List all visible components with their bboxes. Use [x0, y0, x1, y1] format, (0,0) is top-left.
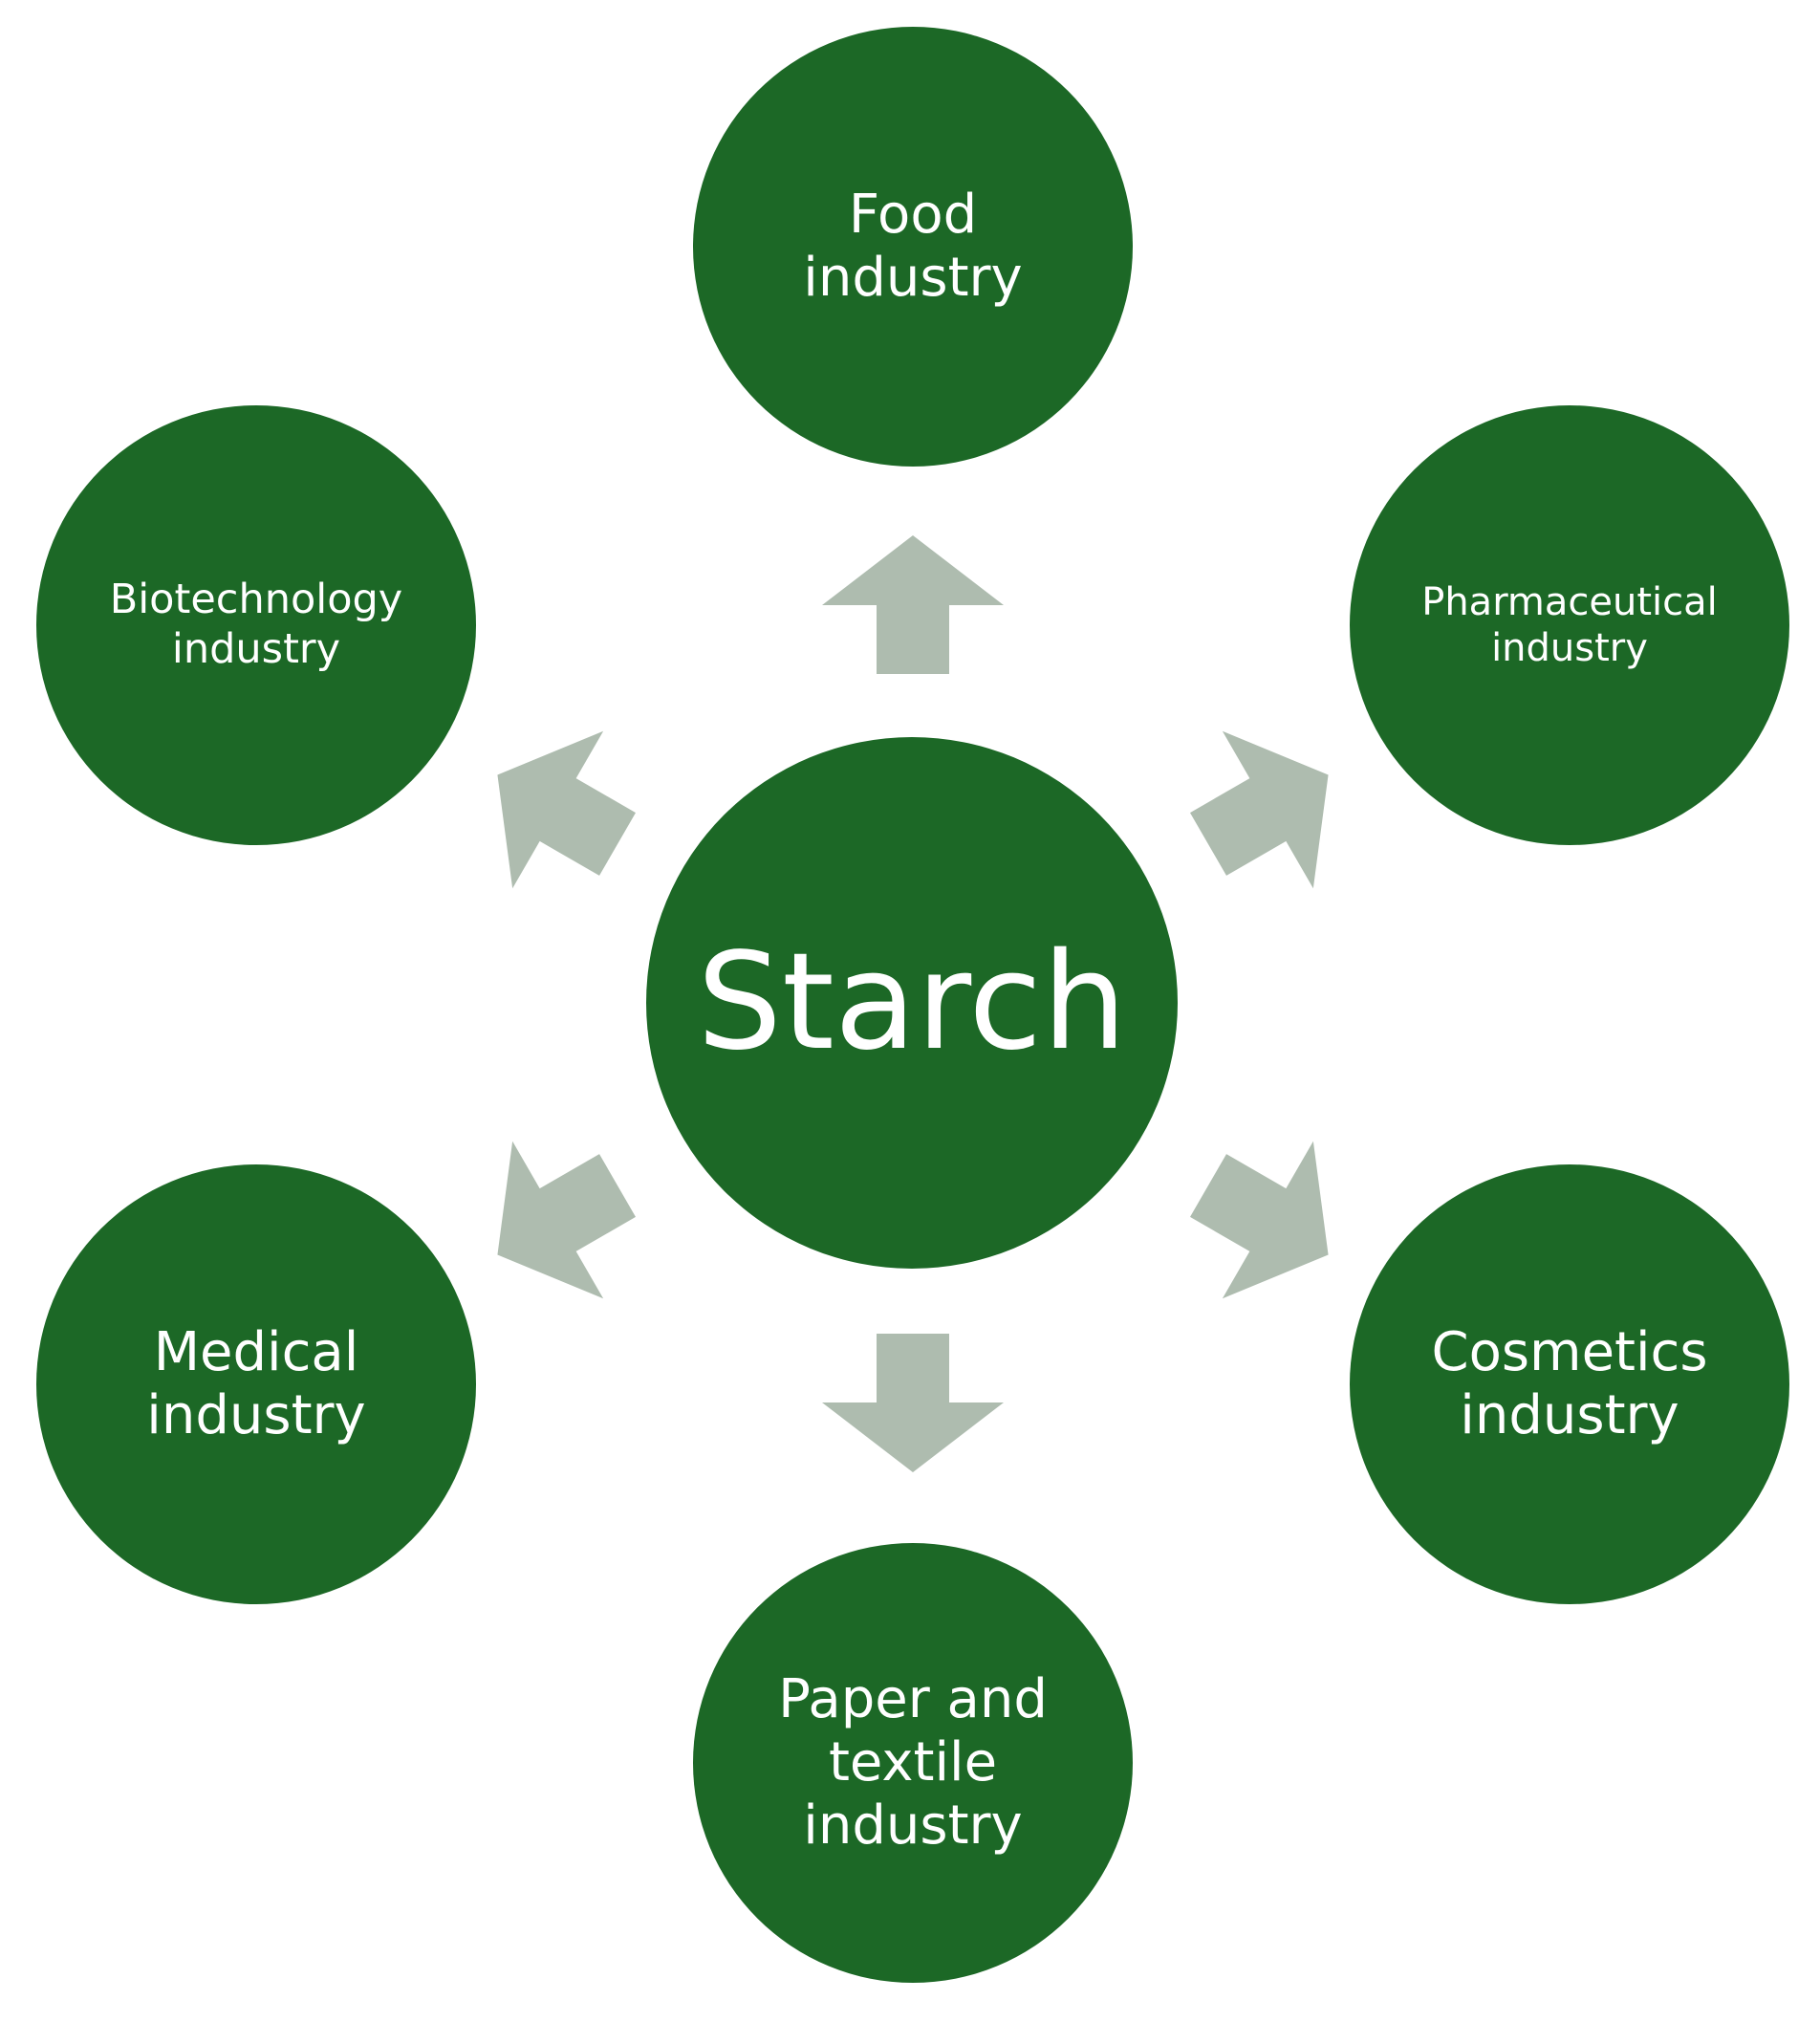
- paper-textile-industry-label: Paper and textile industry: [778, 1667, 1048, 1858]
- starch-label: Starch: [697, 924, 1127, 1080]
- pharmaceutical-industry-label: Pharmaceutical industry: [1421, 580, 1718, 670]
- arrow-to-food: [822, 535, 1004, 674]
- paper-textile-industry-circle: Paper and textile industry: [693, 1543, 1133, 1983]
- biotechnology-industry-circle: Biotechnology industry: [36, 405, 476, 845]
- biotechnology-industry-label: Biotechnology industry: [109, 576, 403, 673]
- cosmetics-industry-circle: Cosmetics industry: [1350, 1164, 1789, 1604]
- food-industry-circle: Food industry: [693, 27, 1133, 467]
- medical-industry-label: Medical industry: [146, 1320, 366, 1446]
- arrow-to-pharmaceutical: [1190, 730, 1329, 889]
- cosmetics-industry-label: Cosmetics industry: [1431, 1320, 1708, 1446]
- arrow-to-medical: [497, 1141, 636, 1299]
- pharmaceutical-industry-circle: Pharmaceutical industry: [1350, 405, 1789, 845]
- arrow-to-biotechnology: [497, 730, 636, 889]
- arrow-to-paper-textile: [822, 1334, 1004, 1472]
- arrow-to-cosmetics: [1190, 1141, 1329, 1299]
- food-industry-label: Food industry: [803, 183, 1023, 309]
- starch-center-circle: Starch: [646, 737, 1178, 1269]
- medical-industry-circle: Medical industry: [36, 1164, 476, 1604]
